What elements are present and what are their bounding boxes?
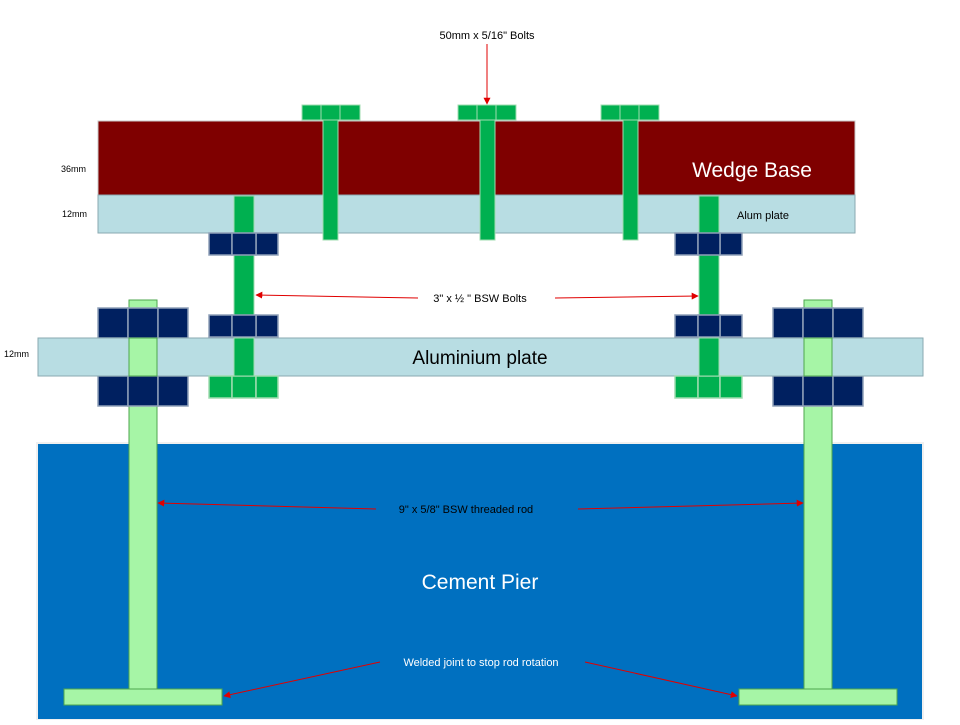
arrow-bsw-right <box>554 292 699 300</box>
label-dim-36mm: 36mm <box>61 164 86 174</box>
label-welded-joint: Welded joint to stop rod rotation <box>403 657 558 669</box>
arrow-rod-left <box>157 499 377 510</box>
label-dim-12mm-lower: 12mm <box>4 349 29 359</box>
aluminium-plate <box>37 337 924 377</box>
bsw-bolt-heads <box>208 375 743 399</box>
bsw-nuts <box>208 232 743 338</box>
rod-through-plate-right <box>803 337 833 377</box>
cement-pier <box>36 442 924 721</box>
label-wedge-base: Wedge Base <box>692 159 812 182</box>
welded-foot-right <box>738 688 898 706</box>
arrow-bsw-left <box>255 291 419 299</box>
label-dim-12mm-upper: 12mm <box>62 209 87 219</box>
arrow-weld-right <box>584 661 738 699</box>
arrow-weld-left <box>223 661 381 699</box>
label-aluminium-plate: Aluminium plate <box>412 348 547 369</box>
label-alum-plate-upper: Alum plate <box>737 210 789 222</box>
label-cement-pier: Cement Pier <box>422 571 539 594</box>
alum-plate-upper <box>97 194 856 234</box>
label-top-bolts: 50mm x 5/16" Bolts <box>440 30 535 42</box>
label-bsw-bolts: 3" x ½ " BSW Bolts <box>433 293 527 305</box>
wedge-base <box>97 120 856 196</box>
welded-foot-left <box>63 688 223 706</box>
rod-through-plate-left <box>128 337 158 377</box>
rod-nuts <box>97 307 864 407</box>
top-bolts <box>301 104 660 241</box>
label-threaded-rod: 9" x 5/8" BSW threaded rod <box>399 504 533 516</box>
arrow-rod-right <box>577 499 804 510</box>
